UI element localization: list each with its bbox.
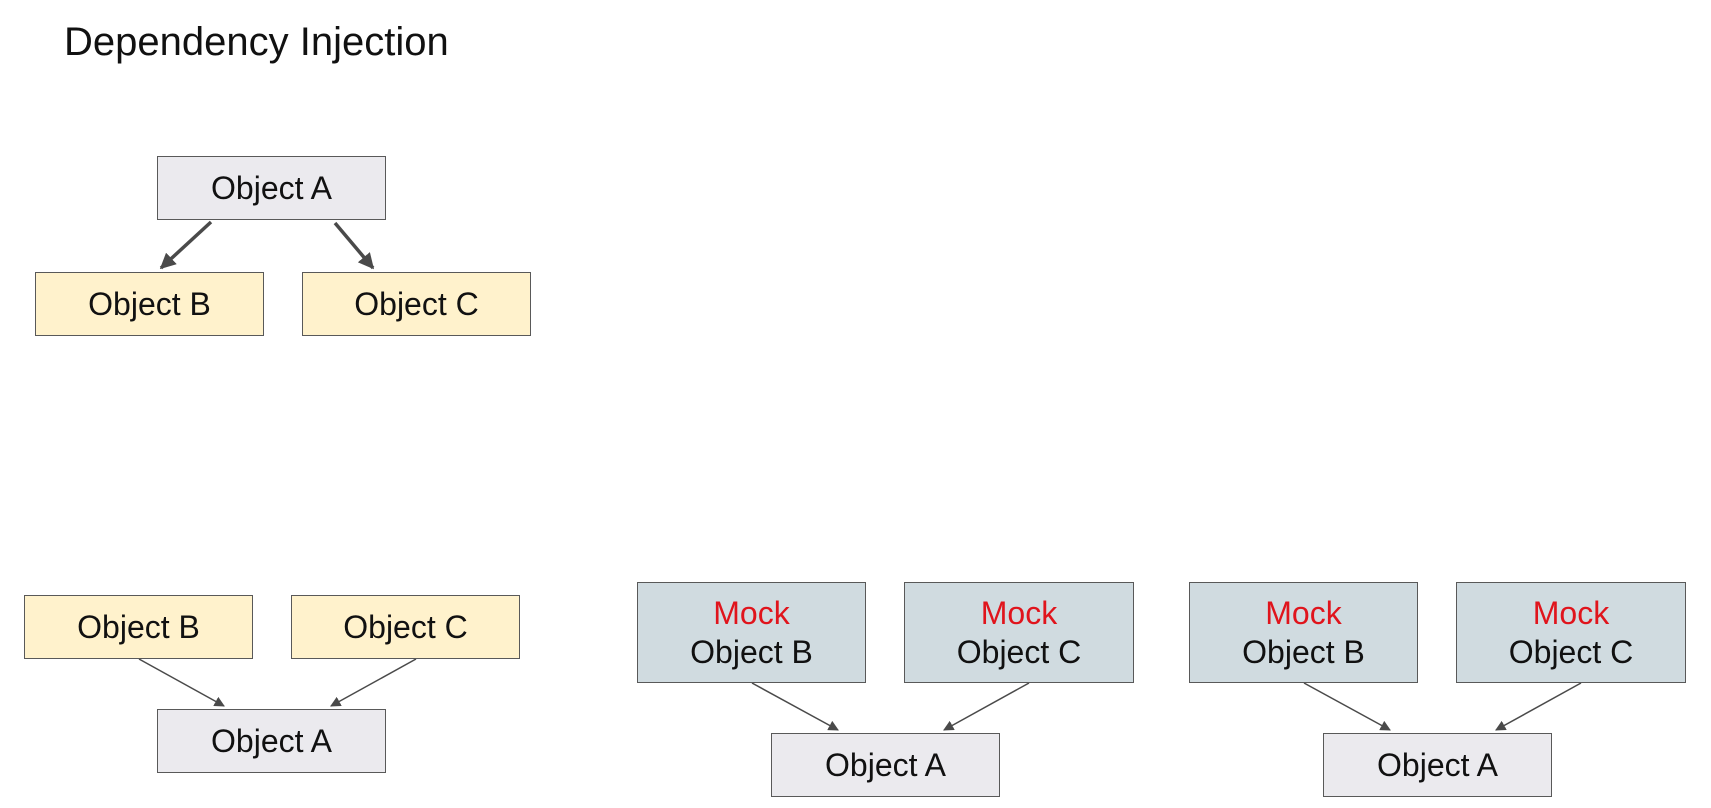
mock-object-b-node: Mock Object B — [1189, 582, 1418, 683]
mock-object-c-node: Mock Object C — [1456, 582, 1686, 683]
arrow-mock-b-to-a — [751, 682, 839, 731]
node-label: Object A — [211, 169, 332, 206]
object-a-node: Object A — [1323, 733, 1552, 797]
mock-tag: Mock — [1532, 595, 1610, 632]
page-title: Dependency Injection — [64, 20, 449, 64]
arrow-a-to-b — [159, 220, 213, 270]
mock-tag: Mock — [980, 595, 1058, 632]
node-label: Object C — [1508, 633, 1634, 670]
object-b-node: Object B — [24, 595, 253, 659]
node-label: Object B — [690, 633, 813, 670]
node-label: Object A — [211, 722, 332, 759]
arrow-a-to-c — [333, 221, 375, 270]
arrow-b-to-a — [138, 658, 225, 707]
mock-tag: Mock — [713, 595, 790, 632]
arrow-c-to-a — [330, 658, 417, 707]
node-label: Object B — [88, 285, 211, 322]
node-label: Object C — [956, 633, 1082, 670]
node-label: Object A — [825, 746, 946, 783]
node-label: Object C — [354, 285, 479, 322]
object-c-node: Object C — [302, 272, 531, 336]
arrow-mock-b-to-a — [1303, 682, 1391, 731]
node-label: Object C — [343, 608, 468, 645]
mock-object-c-node: Mock Object C — [904, 582, 1134, 683]
node-label: Object A — [1377, 746, 1498, 783]
object-a-node: Object A — [771, 733, 1000, 797]
object-a-node: Object A — [157, 709, 386, 773]
object-a-node: Object A — [157, 156, 386, 220]
mock-tag: Mock — [1265, 595, 1342, 632]
object-c-node: Object C — [291, 595, 520, 659]
node-label: Object B — [77, 608, 200, 645]
mock-object-b-node: Mock Object B — [637, 582, 866, 683]
arrow-mock-c-to-a — [1495, 682, 1582, 731]
arrow-mock-c-to-a — [943, 682, 1030, 731]
node-label: Object B — [1242, 633, 1365, 670]
object-b-node: Object B — [35, 272, 264, 336]
